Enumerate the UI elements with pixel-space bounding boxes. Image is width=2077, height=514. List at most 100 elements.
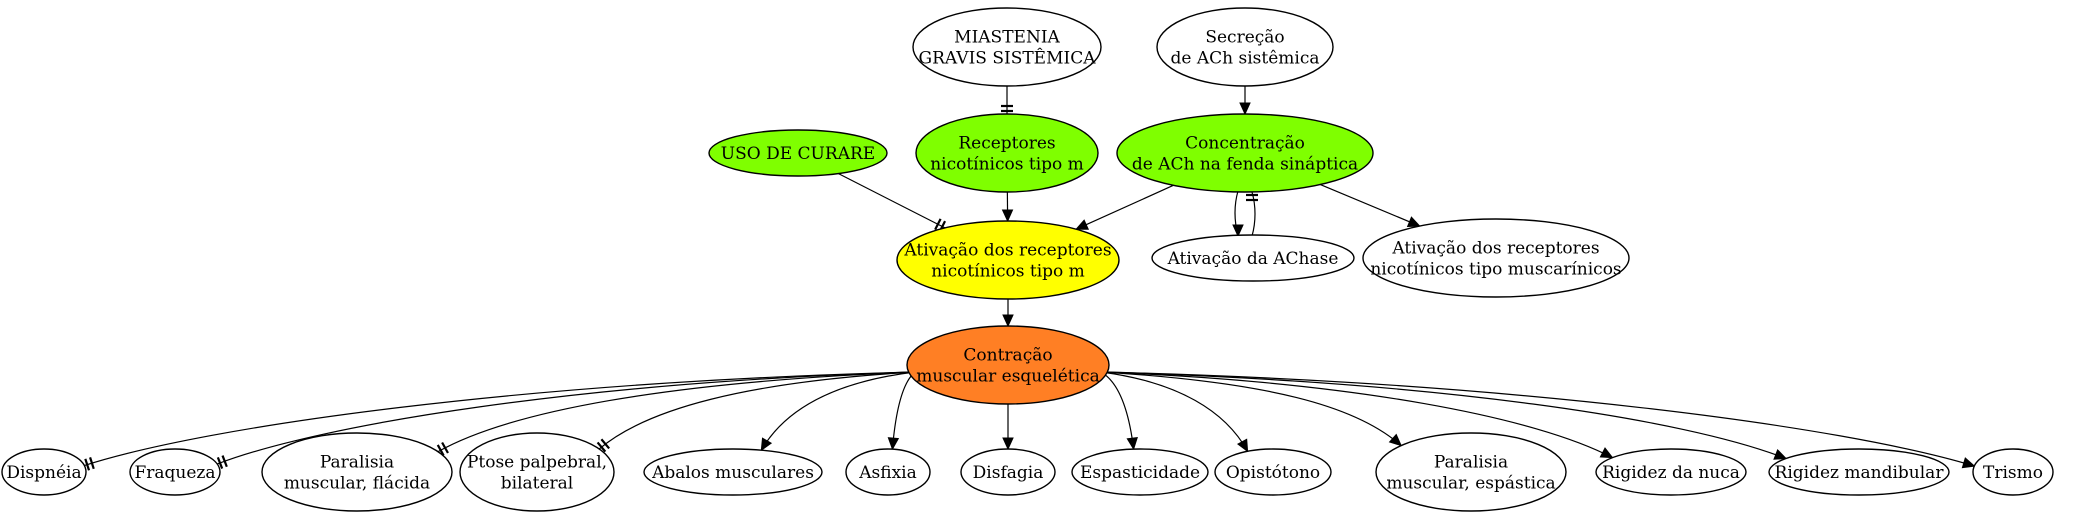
inhibit-bar-contracao-to-dispneia-0 bbox=[84, 458, 91, 471]
node-espasticidade-label-0: Espasticidade bbox=[1080, 463, 1200, 483]
node-muscarinicos-label-1: nicotínicos tipo muscarínicos bbox=[1370, 260, 1621, 280]
edge-contracao-to-trismo bbox=[1100, 371, 1975, 467]
inhibit-bar-contracao-to-paralisia_flacida-0 bbox=[436, 444, 445, 456]
edge-contracao-to-dispneia bbox=[84, 371, 916, 467]
edge-concentracao-to-muscarinicos bbox=[1320, 183, 1420, 227]
node-miastenia-ellipse bbox=[912, 7, 1102, 87]
node-contracao-label-1: muscular esquelética bbox=[916, 367, 1099, 387]
inhibit-bar-contracao-to-ptose-0 bbox=[596, 441, 607, 453]
node-ativacao_rec-label-0: Ativação dos receptores bbox=[903, 241, 1111, 261]
node-opistotono-label-0: Opistótono bbox=[1226, 463, 1320, 483]
edge-contracao-to-opistotono bbox=[1100, 371, 1249, 452]
node-achase: Ativação da AChase bbox=[1151, 234, 1355, 282]
node-curare: USO DE CURARE bbox=[708, 129, 888, 177]
node-concentracao-ellipse bbox=[1116, 113, 1374, 193]
node-muscarinicos-ellipse bbox=[1362, 218, 1630, 298]
inhibit-bar-contracao-to-paralisia_flacida-1 bbox=[441, 441, 449, 454]
node-receptores-label-1: nicotínicos tipo m bbox=[930, 155, 1084, 175]
edge-concentracao-to-ativacao_rec bbox=[1075, 184, 1174, 230]
node-trismo: Trismo bbox=[1972, 448, 2054, 496]
arrowhead-contracao-to-opistotono bbox=[1236, 438, 1249, 453]
node-opistotono: Opistótono bbox=[1214, 448, 1332, 496]
node-ptose-ellipse bbox=[459, 432, 615, 512]
node-rigidez_nuca-ellipse bbox=[1595, 448, 1747, 496]
node-ptose-label-0: Ptose palpebral, bbox=[467, 453, 607, 473]
arrowhead-concentracao-to-muscarinicos bbox=[1406, 216, 1421, 227]
node-ptose-label-1: bilateral bbox=[501, 474, 573, 494]
node-abalos-label-0: Abalos musculares bbox=[651, 463, 814, 483]
inhibit-bar-curare-to-ativacao_rec-1 bbox=[934, 218, 942, 231]
arrowhead-contracao-to-asfixia bbox=[887, 437, 900, 451]
node-contracao-label-0: Contração bbox=[963, 346, 1052, 366]
node-asfixia-label-0: Asfixia bbox=[858, 463, 917, 483]
arrowhead-contracao-to-disfagia bbox=[1002, 437, 1014, 451]
node-paralisia_espastica-label-0: Paralisia bbox=[1434, 453, 1508, 473]
node-paralisia_espastica-label-1: muscular, espástica bbox=[1386, 474, 1555, 494]
node-rigidez_nuca-label-0: Rigidez da nuca bbox=[1602, 463, 1740, 483]
node-contracao-ellipse bbox=[906, 325, 1110, 405]
edge-contracao-to-asfixia bbox=[891, 371, 916, 450]
node-disfagia-label-0: Disfagia bbox=[973, 463, 1044, 483]
node-asfixia: Asfixia bbox=[845, 448, 931, 496]
arrowhead-secrecao-to-concentracao bbox=[1239, 102, 1251, 116]
arrowhead-concentracao-to-achase bbox=[1232, 224, 1244, 238]
node-disfagia-ellipse bbox=[960, 448, 1056, 496]
node-disfagia: Disfagia bbox=[960, 448, 1056, 496]
node-ativacao_rec-label-1: nicotínicos tipo m bbox=[931, 262, 1085, 282]
inhibit-bar-contracao-to-fraqueza-1 bbox=[221, 455, 228, 468]
arrowhead-ativacao_rec-to-contracao bbox=[1002, 314, 1014, 328]
edge-achase-to-concentracao bbox=[1251, 191, 1256, 237]
node-receptores-ellipse bbox=[915, 113, 1099, 193]
arrowhead-contracao-to-abalos bbox=[760, 437, 773, 452]
edge-contracao-to-ptose bbox=[598, 371, 916, 450]
node-paralisia_flacida-ellipse bbox=[261, 432, 453, 512]
edge-contracao-to-espasticidade bbox=[1100, 371, 1135, 450]
node-achase-label-0: Ativação da AChase bbox=[1167, 249, 1339, 269]
arrowhead-contracao-to-espasticidade bbox=[1126, 436, 1138, 451]
edge-contracao-to-abalos bbox=[760, 371, 916, 451]
edges-layer bbox=[84, 86, 1976, 471]
node-rigidez_mandibular-label-0: Rigidez mandibular bbox=[1775, 463, 1945, 483]
node-paralisia_espastica-ellipse bbox=[1375, 432, 1567, 512]
node-dispneia-label-0: Dispnéia bbox=[6, 463, 81, 483]
node-fraqueza-label-0: Fraqueza bbox=[134, 463, 215, 483]
arrowhead-contracao-to-rigidez_mandibular bbox=[1773, 448, 1788, 460]
node-secrecao-label-1: de ACh sistêmica bbox=[1171, 49, 1320, 69]
node-dispneia-ellipse bbox=[1, 448, 87, 496]
node-concentracao-label-0: Concentração bbox=[1185, 134, 1305, 154]
node-espasticidade-ellipse bbox=[1071, 448, 1209, 496]
edge-contracao-to-fraqueza bbox=[216, 371, 916, 465]
edge-contracao-to-paralisia_espastica bbox=[1100, 371, 1402, 447]
node-curare-ellipse bbox=[708, 129, 888, 177]
arrowhead-concentracao-to-ativacao_rec bbox=[1075, 219, 1090, 230]
inhibit-bar-contracao-to-fraqueza-0 bbox=[216, 456, 224, 469]
node-dispneia: Dispnéia bbox=[1, 448, 87, 496]
node-rigidez_mandibular: Rigidez mandibular bbox=[1768, 448, 1950, 496]
inhibit-bar-contracao-to-ptose-1 bbox=[600, 438, 610, 450]
node-muscarinicos-label-0: Ativação dos receptores bbox=[1391, 239, 1599, 259]
inhibit-bar-contracao-to-dispneia-1 bbox=[89, 457, 95, 470]
node-ptose: Ptose palpebral,bilateral bbox=[459, 432, 615, 512]
arrowhead-contracao-to-rigidez_nuca bbox=[1599, 447, 1614, 459]
node-miastenia-label-1: GRAVIS SISTÊMICA bbox=[918, 48, 1096, 69]
edge-curare-to-ativacao_rec bbox=[837, 172, 946, 229]
node-trismo-label-0: Trismo bbox=[1983, 463, 2043, 483]
node-curare-label-0: USO DE CURARE bbox=[721, 144, 875, 164]
node-secrecao-ellipse bbox=[1156, 7, 1334, 87]
node-paralisia_flacida-label-1: muscular, flácida bbox=[284, 474, 430, 494]
node-miastenia-label-0: MIASTENIA bbox=[954, 28, 1060, 48]
node-rigidez_nuca: Rigidez da nuca bbox=[1595, 448, 1747, 496]
node-paralisia_flacida-label-0: Paralisia bbox=[320, 453, 394, 473]
node-abalos: Abalos musculares bbox=[643, 448, 823, 496]
node-espasticidade: Espasticidade bbox=[1071, 448, 1209, 496]
